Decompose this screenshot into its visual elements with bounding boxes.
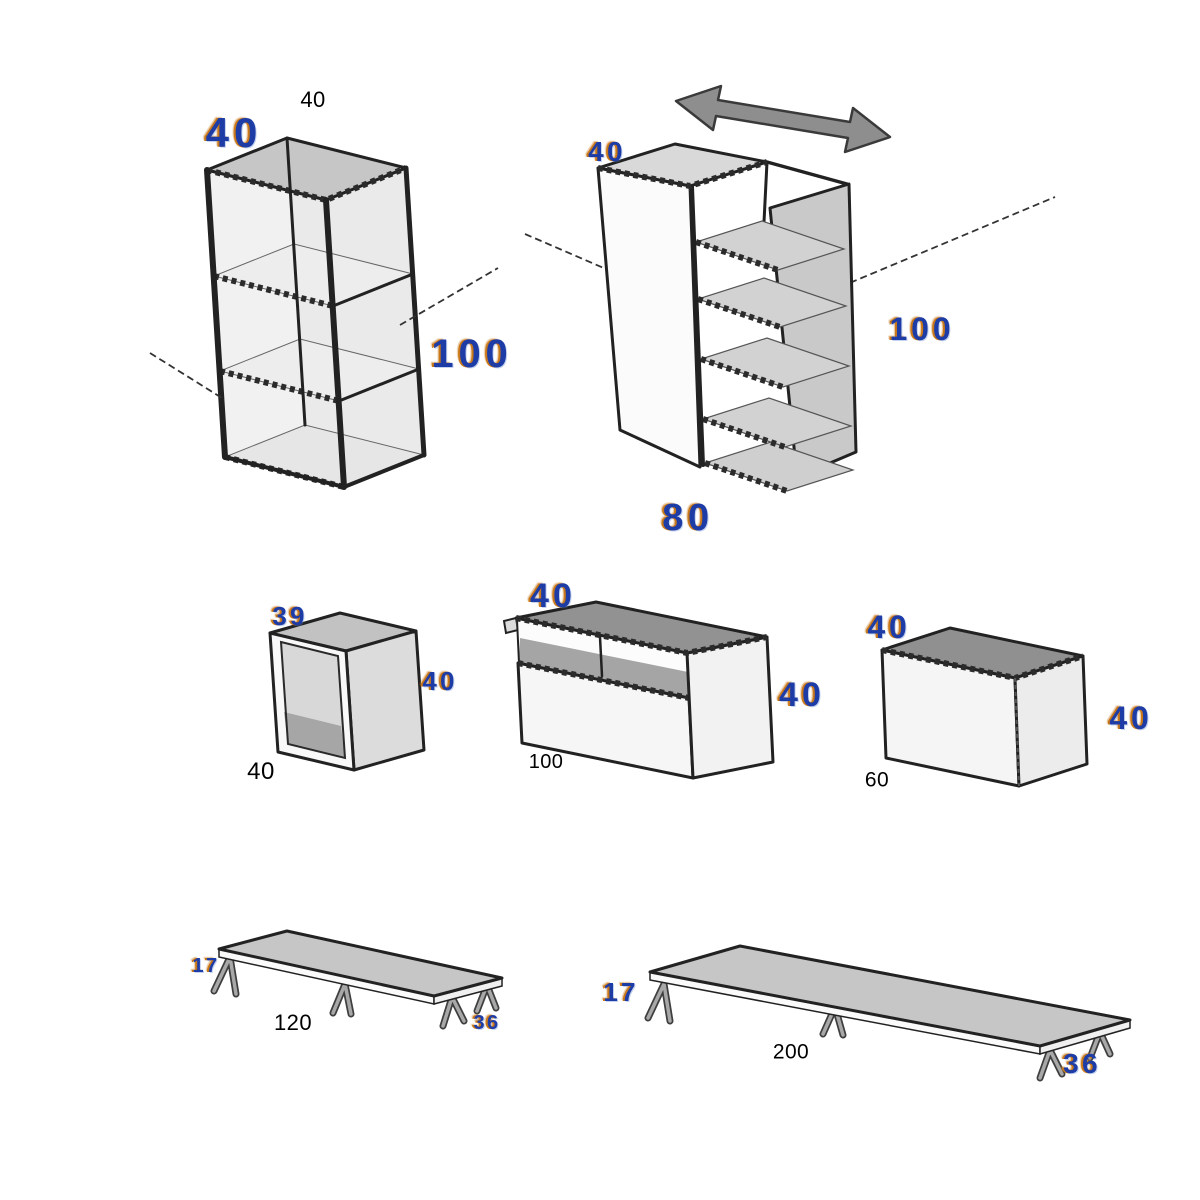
- dim-shelf-tower-height: 100: [431, 332, 513, 376]
- dim-wardrobe-top-depth: 40: [588, 136, 626, 167]
- open-cube-drawing: [268, 611, 426, 772]
- tv-stand-drawing: [502, 600, 775, 780]
- dim-bench-small-depth: 36: [473, 1012, 501, 1034]
- dim-box-width: 60: [864, 768, 890, 792]
- dim-bench-large-length: 200: [772, 1040, 810, 1064]
- dim-wardrobe-width: 80: [662, 497, 714, 539]
- dim-box-height: 40: [1109, 700, 1153, 736]
- dim-cube-height: 40: [422, 666, 458, 696]
- closed-box-drawing: [880, 626, 1089, 788]
- dim-shelf-tower-width: 40: [205, 109, 263, 156]
- bench-small-drawing: [210, 929, 504, 1030]
- dim-tv-stand-top-depth: 40: [530, 577, 576, 615]
- dim-bench-small-length: 120: [273, 1010, 313, 1035]
- slide-arrow-icon: [674, 84, 892, 154]
- dim-bench-large-depth: 36: [1063, 1048, 1101, 1079]
- shelf-tower-drawing: [149, 136, 499, 490]
- dim-bench-small-height: 17: [192, 955, 220, 977]
- dim-box-top-depth: 40: [867, 609, 911, 645]
- dim-wardrobe-height: 100: [889, 311, 955, 347]
- dim-tv-stand-height: 40: [779, 676, 825, 714]
- bench-large-drawing: [644, 944, 1132, 1082]
- dim-shelf-tower-top-depth: 40: [300, 87, 326, 112]
- dim-tv-stand-width: 100: [528, 751, 564, 773]
- dim-cube-width: 40: [247, 758, 275, 785]
- dim-cube-top-depth: 39: [272, 601, 308, 631]
- sliding-wardrobe-drawing: [524, 84, 1056, 494]
- dim-bench-large-height: 17: [603, 977, 639, 1007]
